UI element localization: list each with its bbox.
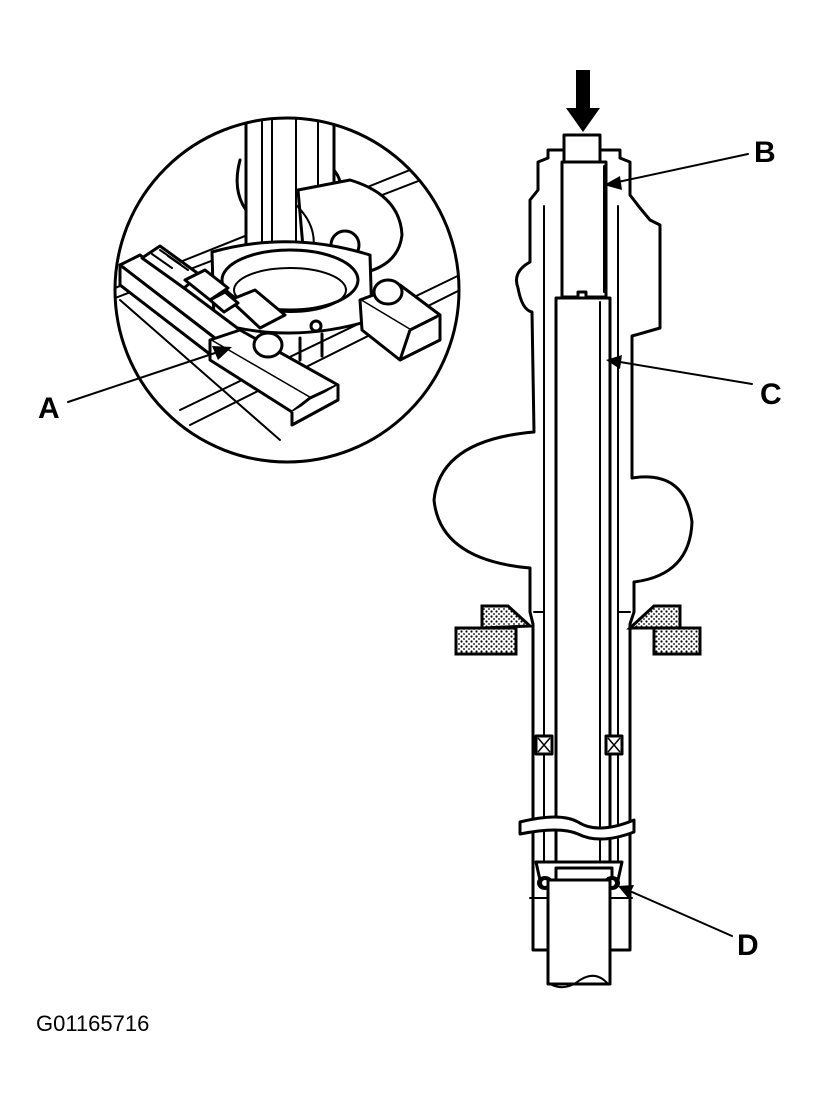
shock-absorber-section — [432, 70, 702, 989]
callout-b: B — [754, 136, 776, 169]
leader-line-c — [606, 355, 753, 385]
knob-screws — [252, 278, 404, 359]
leader-line-a — [67, 346, 232, 403]
adjusting-screw — [140, 244, 240, 314]
callout-a: A — [38, 392, 60, 425]
lower-rod — [546, 878, 612, 989]
guide-bushings — [534, 734, 624, 756]
press-arrow — [566, 70, 600, 132]
figure-id: G01165716 — [36, 1011, 149, 1036]
piston-rod — [560, 133, 608, 302]
leader-line-d — [618, 885, 733, 937]
callout-d: D — [737, 929, 759, 962]
support-blocks — [454, 604, 702, 656]
special-tool-bars — [118, 253, 442, 427]
inner-tube — [554, 296, 612, 868]
callout-c: C — [760, 378, 782, 411]
detail-view-circle — [113, 116, 461, 464]
leader-line-b — [604, 153, 749, 190]
